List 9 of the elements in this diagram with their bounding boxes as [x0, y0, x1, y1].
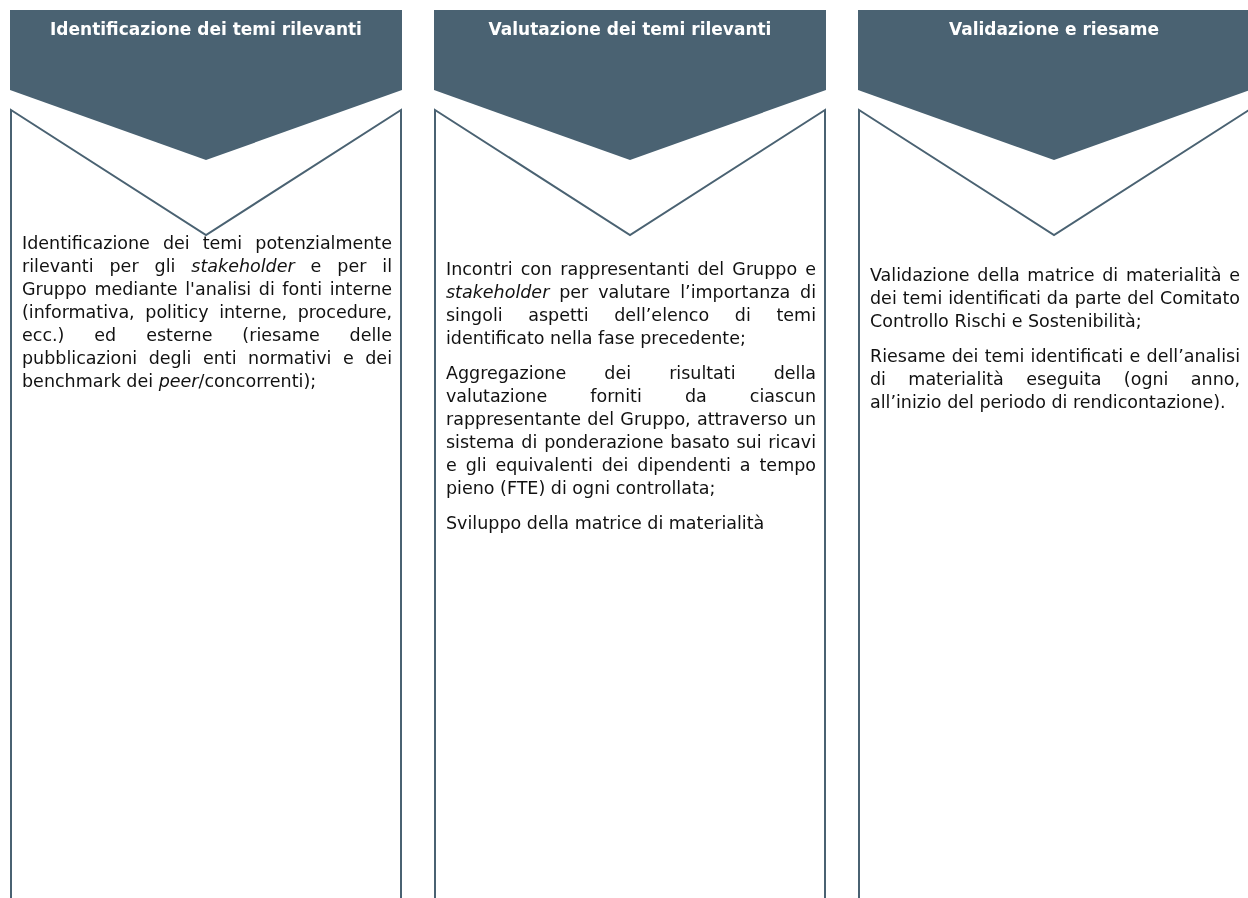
body-paragraph: Identificazione dei temi potenzialmente rilevanti per gli stakeholder e per il Gruppo mediante l'analisi di fonti interne (informativa, politicy interne, procedure, ecc.) ed esterne (riesame delle pubblicazioni degli enti normativi e dei benchmark dei peer/concorrenti); [22, 232, 392, 393]
body-paragraph: Sviluppo della matrice di materialità [446, 512, 766, 535]
body-paragraph: Validazione della matrice di materialità e dei temi identificati da parte del Comitato Controllo Rischi e Sostenibilità; [870, 264, 1240, 333]
column-heading: Identificazione dei temi rilevanti [49, 18, 363, 41]
column-heading: Valutazione dei temi rilevanti [487, 18, 773, 41]
body-paragraph: Aggregazione dei risultati della valutazione forniti da ciascun rappresentante del Gruppo, attraverso un sistema di ponderazione basato sui ricavi e gli equivalenti dei dipendenti a tempo pieno (FTE) di ogni controllata; [446, 362, 816, 500]
body-paragraph: Riesame dei temi identificati e dell’analisi di materialità eseguita (ogni anno, all’inizio del periodo di rendicontazione). [870, 345, 1240, 414]
body-paragraph: Incontri con rappresentanti del Gruppo e stakeholder per valutare l’importanza di singoli aspetti dell’elenco di temi identificato nella fase precedente; [446, 258, 816, 350]
column-heading: Validazione e riesame [948, 18, 1160, 41]
